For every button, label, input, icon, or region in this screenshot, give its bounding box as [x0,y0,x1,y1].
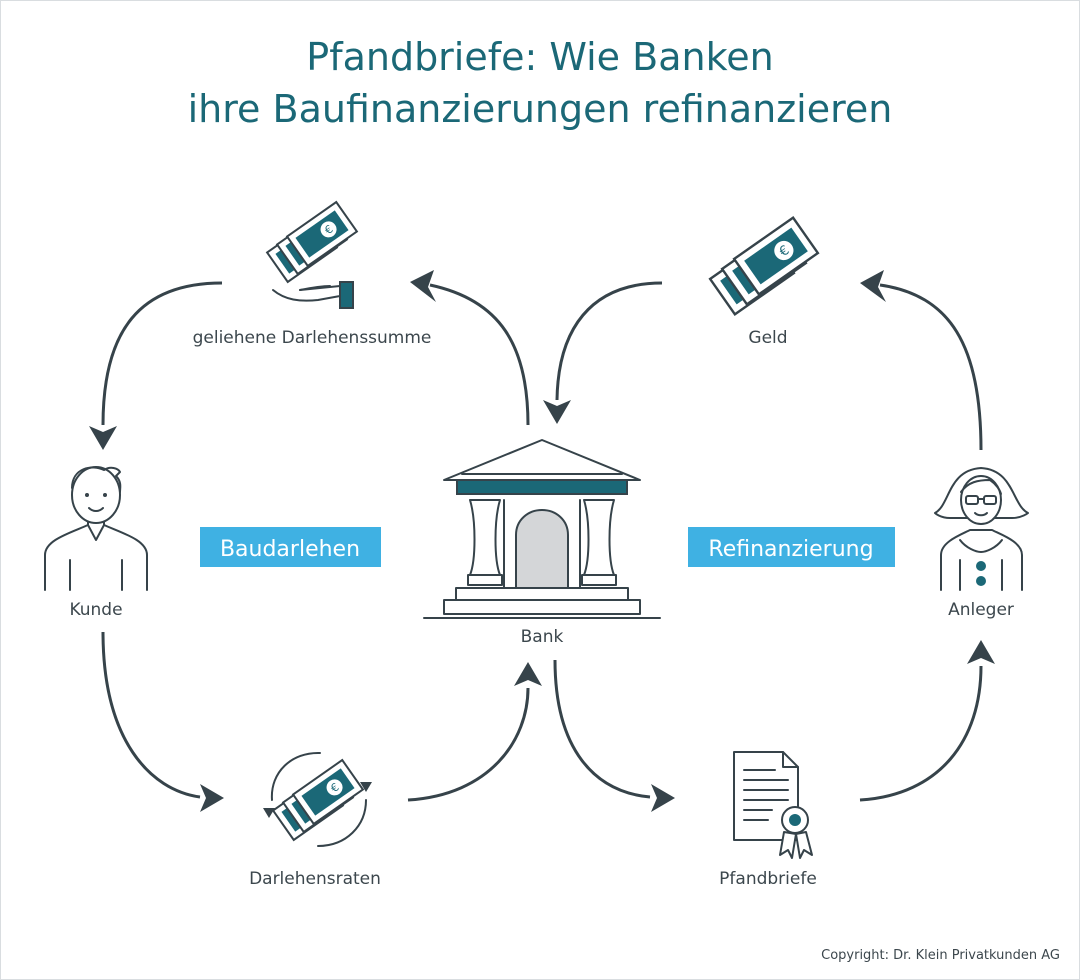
arrowhead [200,784,224,812]
title-line-2: ihre Baufinanzierungen refinanzieren [188,87,893,131]
badge-loan-text: Baudarlehen [220,537,360,562]
arrowhead [651,784,675,812]
arrowhead [967,640,995,664]
arrowhead [410,270,436,302]
arrowhead [860,270,886,302]
man-icon [44,466,148,591]
woman-icon [934,467,1029,591]
badge-loan: Baudarlehen [200,527,381,567]
arrow-installments-to-bank [407,687,530,802]
arrow-loan-to-customer [101,281,223,426]
arrow-customer-to-installments [101,631,201,799]
arrowhead [514,662,542,686]
label-customer: Kunde [69,600,122,620]
label-loan-amount: geliehene Darlehenssumme [193,328,432,348]
arrow-bonds-to-investor [859,665,983,802]
label-covered-bonds: Pfandbriefe [719,869,817,889]
title-line-1: Pfandbriefe: Wie Banken [306,35,773,79]
label-bank: Bank [521,627,564,647]
arrow-bank-to-loan [429,283,530,426]
hand-icon [272,281,354,309]
arrow-investor-to-money [879,283,983,451]
arrowhead [89,426,117,450]
label-installments: Darlehensraten [249,869,381,889]
certificate-icon [733,751,813,859]
cycle-banknotes-icon [263,751,372,847]
copyright: Copyright: Dr. Klein Privatkunden AG [821,948,1060,963]
money-banknotes-icon [708,216,820,316]
arrow-money-to-bank [555,281,663,401]
label-investor: Anleger [948,600,1014,620]
label-money: Geld [748,328,787,348]
arrowhead [543,400,571,424]
bank-building-icon [423,439,661,619]
badge-refinancing-text: Refinanzierung [708,537,873,562]
badge-refinancing: Refinanzierung [688,527,895,567]
banknotes-icon [266,201,358,283]
arrow-bank-to-bonds [553,659,651,799]
